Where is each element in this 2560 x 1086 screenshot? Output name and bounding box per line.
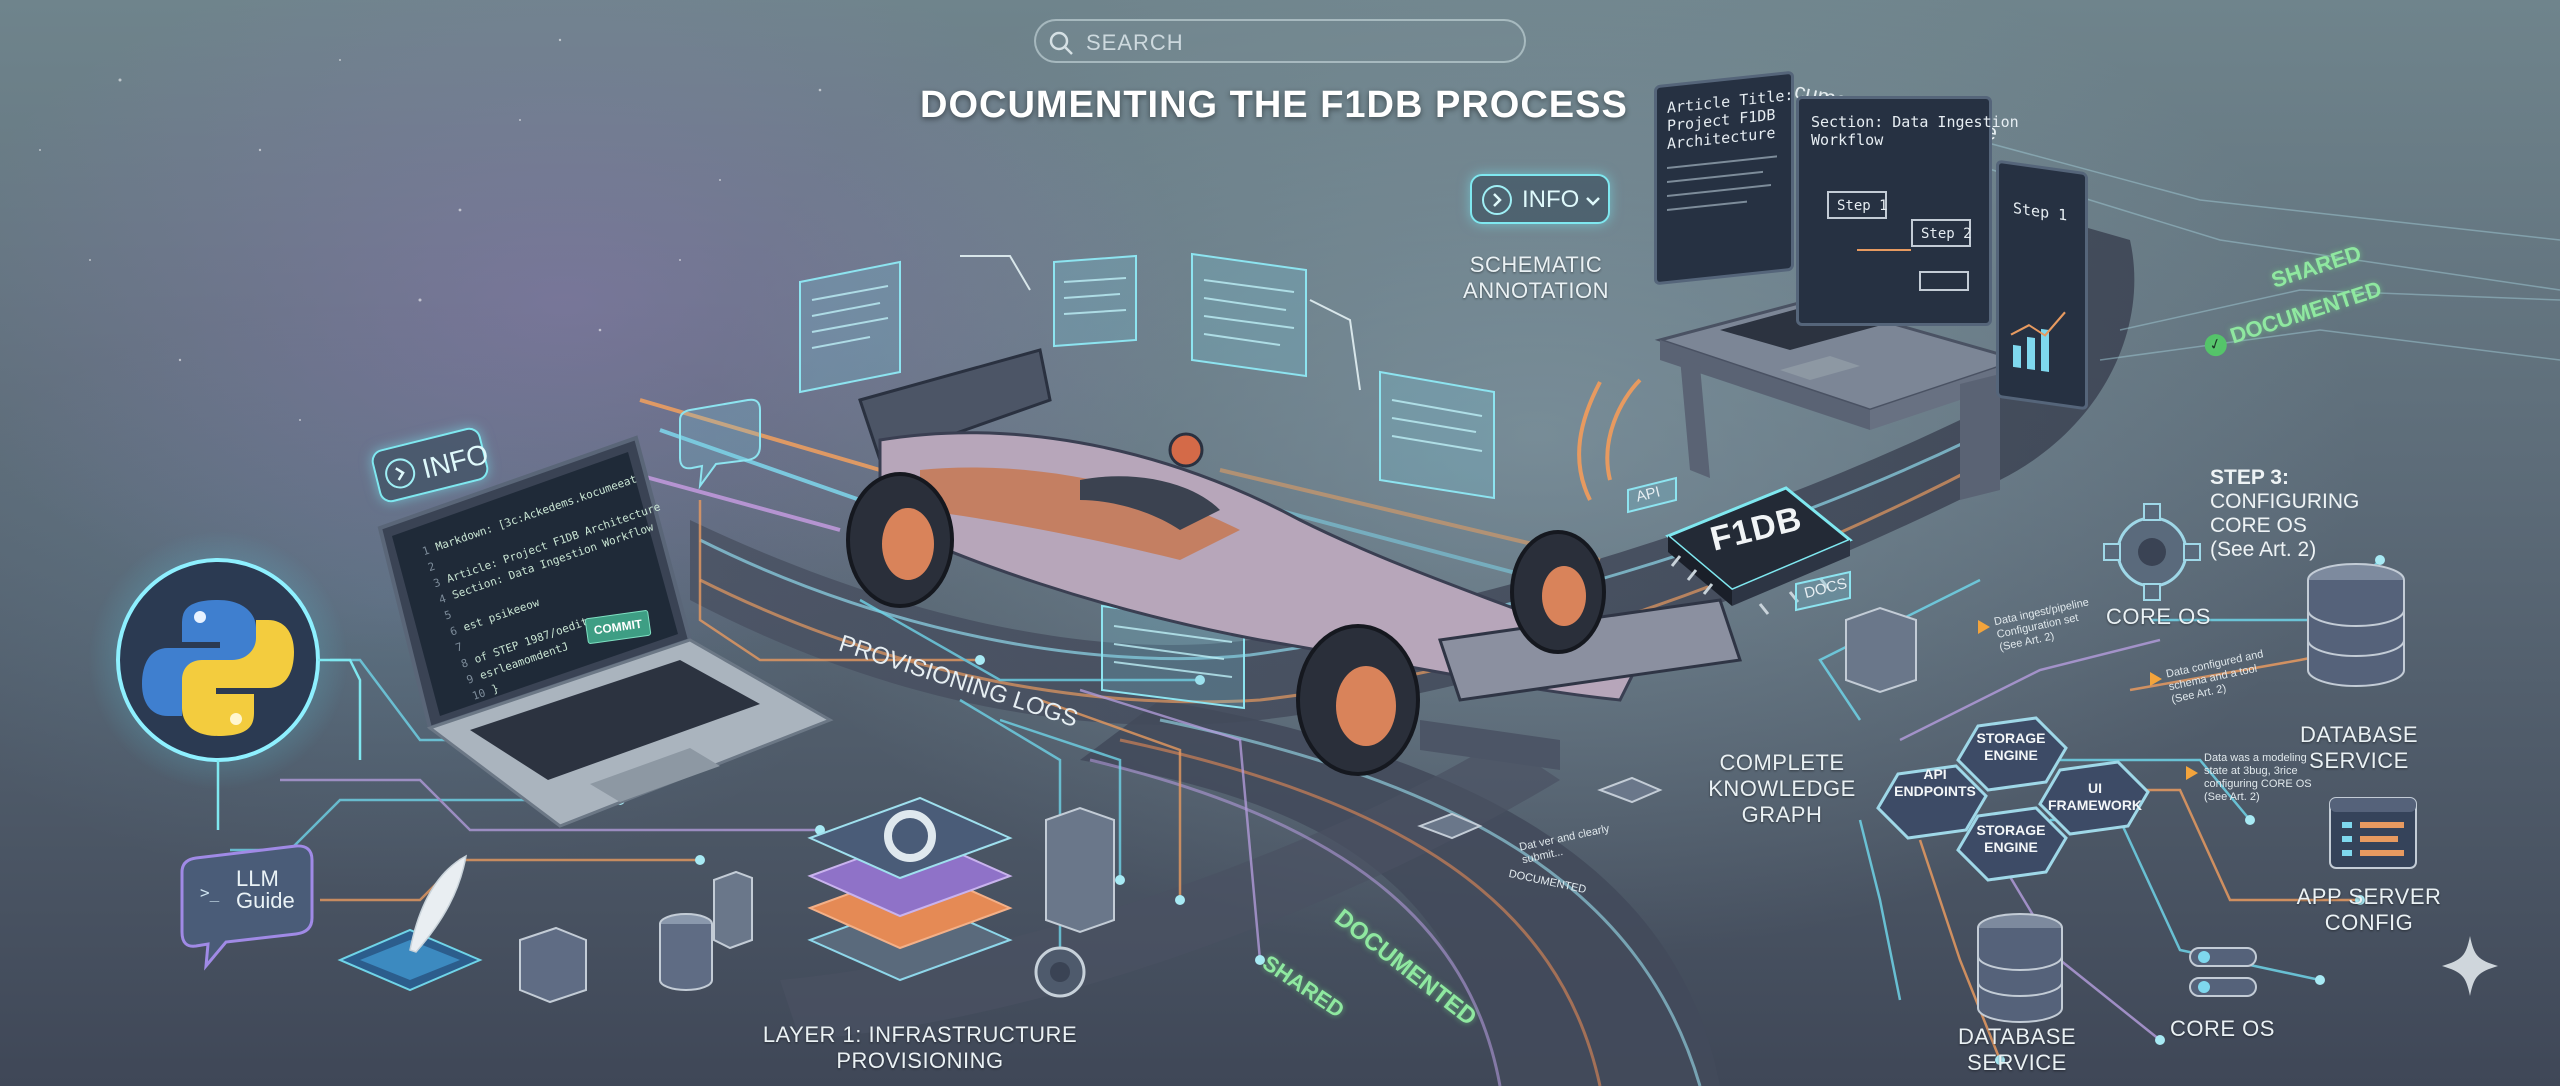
knowledge-graph <box>1876 716 2150 882</box>
python-logo-glyph <box>142 600 294 736</box>
search-icon <box>1049 31 1073 55</box>
core-os-label-bottom: CORE OS <box>2170 1016 2275 1041</box>
step-1-label: Step 1 <box>2013 198 2068 225</box>
hex-api-endpoints: API ENDPOINTS <box>1894 766 1976 799</box>
monitor-right: Step 1 <box>1996 159 2088 411</box>
flag-icon <box>1978 620 1990 634</box>
monitor-left: Article Title: Project F1DB Architecture <box>1654 70 1794 286</box>
database-icon <box>2307 563 2405 687</box>
code-line-text: } <box>483 681 501 699</box>
search-bar[interactable]: SEARCH <box>1034 19 1526 63</box>
flag-icon <box>2186 766 2198 780</box>
info-button-right[interactable]: INFO <box>1470 174 1610 224</box>
chevron-right-icon <box>381 455 419 492</box>
llm-guide-label: >_ LLM Guide <box>200 866 295 913</box>
core-os-icon <box>2189 947 2257 997</box>
info-button-left[interactable]: INFO <box>369 425 491 505</box>
infrastructure-stack-icon <box>807 796 1013 982</box>
llm-guide-bubble <box>180 844 314 971</box>
step-3-line-1: CONFIGURING <box>2210 490 2360 513</box>
mini-chart-icon <box>2010 311 2066 372</box>
database-icon <box>659 913 713 991</box>
sparkle-icon <box>2442 936 2498 996</box>
hex-storage-engine-bottom: STORAGE ENGINE <box>1976 822 2046 855</box>
section-label: Section: Data Ingestion <box>1811 113 2019 131</box>
knowledge-graph-label: COMPLETE KNOWLEDGE GRAPH <box>1708 750 1856 827</box>
database-service-label-right: DATABASE SERVICE <box>2299 722 2419 773</box>
hex-storage-engine-top: STORAGE ENGINE <box>1976 730 2046 763</box>
desk-illustration <box>1577 298 2026 501</box>
stars <box>39 38 822 421</box>
step-3-block: STEP 3: CONFIGURING CORE OS (See Art. 2) <box>2210 466 2359 562</box>
layer-1-label: LAYER 1: INFRASTRUCTURE PROVISIONING <box>762 1022 1078 1073</box>
gear-icon <box>1034 946 1086 998</box>
database-service-label-bottom: DATABASE SERVICE <box>1957 1024 2077 1075</box>
gear-icon <box>2103 503 2201 601</box>
laptop-illustration <box>377 435 834 828</box>
core-os-label-top: CORE OS <box>2106 604 2211 629</box>
step-3-title: STEP 3: <box>2210 466 2289 489</box>
floating-docs <box>799 252 1495 710</box>
step-3-line-3: (See Art. 2) <box>2210 538 2317 561</box>
hex-ui-framework: UI FRAMEWORK <box>2047 780 2143 813</box>
terminal-icon: >_ <box>200 883 220 902</box>
step-3-line-2: CORE OS <box>2210 514 2307 537</box>
schematic-annotation-label: SCHEMATIC ANNOTATION <box>1463 252 1609 303</box>
search-input[interactable]: SEARCH <box>1086 30 1184 55</box>
step-1-box: Step 1 <box>1827 191 1888 219</box>
step-2-box: Step 2 <box>1911 219 1972 247</box>
section-label-2: Workflow <box>1811 131 1884 149</box>
page-title: DOCUMENTING THE F1DB PROCESS <box>920 84 1628 126</box>
app-server-config-label: APP SERVER CONFIG <box>2296 884 2442 935</box>
annotation-3: Data was a modeling state at 3bug, 3rice… <box>2204 752 2312 803</box>
database-icon <box>1977 913 2063 1023</box>
chat-bubble-icon <box>679 398 761 490</box>
app-server-icon <box>2329 797 2417 869</box>
chevron-down-icon <box>1586 197 1600 206</box>
monitor-center: Section: Data Ingestion Workflow Step 1 … <box>1796 96 2019 326</box>
flag-icon <box>2150 672 2162 686</box>
chevron-right-icon <box>1482 185 1512 215</box>
server-icon <box>519 606 1917 1004</box>
quill-chip-icon <box>337 854 483 992</box>
f1-car-illustration <box>846 348 1742 776</box>
